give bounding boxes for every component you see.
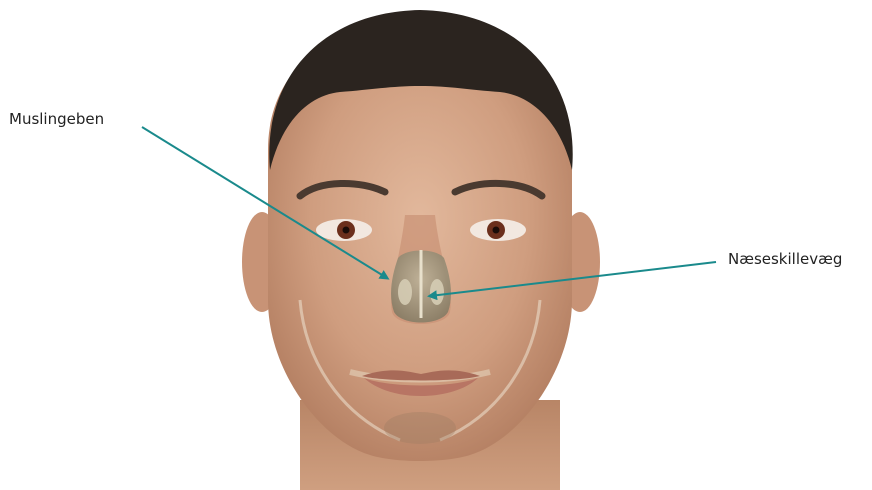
right-pupil — [493, 227, 500, 234]
head-illustration — [242, 10, 600, 490]
nasal-skeleton-illustration — [391, 250, 451, 323]
left-pupil — [343, 227, 350, 234]
label-turbinate: Muslingeben — [9, 110, 104, 128]
label-nasal-septum: Næseskillevæg — [728, 250, 842, 268]
chin-stubble — [384, 412, 456, 444]
